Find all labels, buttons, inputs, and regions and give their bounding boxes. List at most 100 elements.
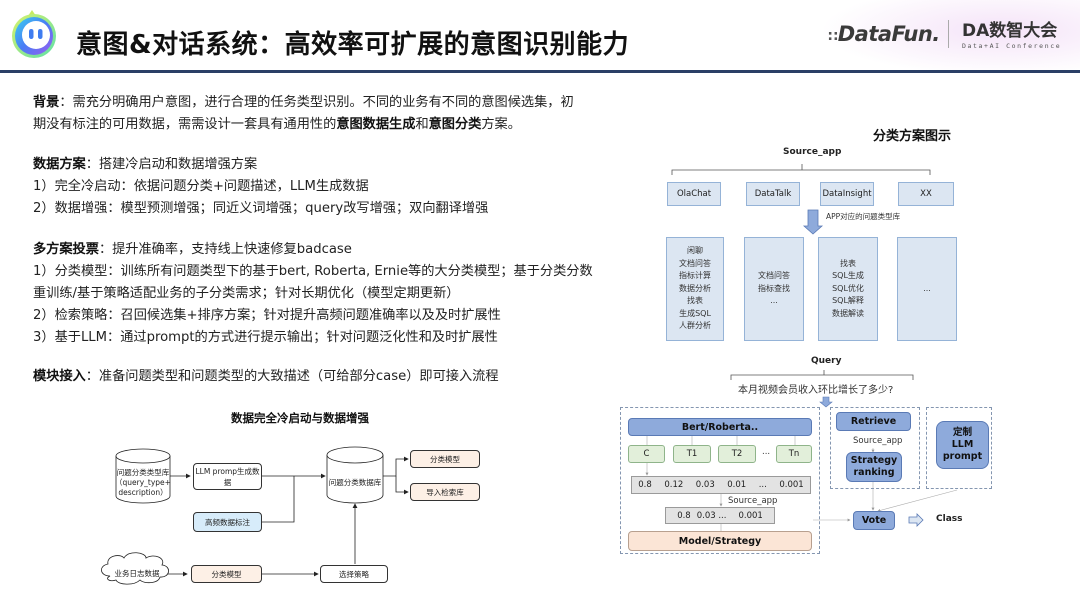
cold-start-diagram: 数据完全冷启动与数据增强 [90, 400, 510, 600]
category-item: 文档问答 [758, 271, 790, 281]
module-section: 模块接入：准备问题类型和问题类型的大致描述（可给部分case）即可接入流程 [33, 366, 499, 388]
score-vector: 0.8 0.12 0.03 0.01 ... 0.001 [631, 476, 811, 494]
page-title: 意图&对话系统：高效率可扩展的意图识别能力 [76, 30, 630, 60]
da-conference-logo: DA数智大会 Data+AI Conference [962, 16, 1061, 50]
category-box: 找表 SQL生成 SQL优化 SQL解释数据解读 [818, 237, 878, 341]
datafun-dots-icon: ∷ [828, 29, 838, 45]
type-db-label: 问题分类类型库 （query_type+ description） [114, 468, 172, 498]
emphasis-data-generation: 意图数据生成 [336, 117, 416, 132]
vote-plan-item: 2）检索策略：召回候选集+排序方案；针对提升高频问题准确率以及及时扩展性 [33, 308, 501, 323]
background-text-1: ：需充分明确用户意图，进行合理的任务类型识别。不同的业务有不同的意图候选集，初 [59, 95, 574, 110]
category-item: SQL解释 [832, 296, 864, 306]
data-plan-desc: ：搭建冷启动和数据增强方案 [85, 157, 258, 172]
retrieve-box: Retrieve [836, 412, 911, 431]
background-line-2: 期没有标注的可用数据，需需设计一套具有通用性的意图数据生成和意图分类方案。 [33, 114, 574, 136]
retrieval-group [830, 407, 920, 489]
datafun-text: DataFun. [837, 22, 941, 46]
da-brand-name: DA数智大会 [962, 21, 1058, 41]
background-and: 和 [415, 117, 429, 132]
app-box-xx: XX [898, 182, 954, 206]
category-item: 指标查找 [758, 283, 790, 293]
token-t1: T1 [673, 445, 711, 463]
header-glow [820, 0, 1080, 76]
custom-llm-prompt-box: 定制 LLM prompt [936, 421, 989, 469]
vote-plan-item: 1）分类模型：训练所有问题类型下的基于bert, Roberta, Ernie等… [33, 264, 593, 279]
score-value: 0.001 [779, 480, 804, 490]
custom-llm-line: 定制 [952, 427, 972, 438]
token-tn: Tn [776, 445, 812, 463]
category-item: ... [770, 296, 778, 306]
data-plan-section: 数据方案：搭建冷启动和数据增强方案 1）完全冷启动：依据问题分类+问题描述，LL… [33, 154, 488, 220]
da-brand-subtitle: Data+AI Conference [962, 42, 1062, 50]
output-classifier-box: 分类模型 [410, 450, 480, 468]
token-t2: T2 [718, 445, 756, 463]
llm-generate-box: LLM promp生成数据 [193, 463, 262, 490]
app-box-olachat: OlaChat [667, 182, 721, 206]
category-item: 找表 [840, 258, 856, 268]
score-value: 0.01 [727, 480, 747, 490]
emphasis-classification: 意图分类 [428, 117, 482, 132]
brand-divider [948, 20, 949, 48]
score-value: 0.03 [695, 480, 715, 490]
custom-llm-line: prompt [942, 451, 983, 462]
vote-plan-desc: ：提升准确率，支持线上快速修复badcase [98, 242, 352, 257]
category-item: 数据解读 [832, 308, 864, 318]
category-list: 文档问答指标查找... [758, 270, 790, 308]
type-db-line: description） [118, 488, 168, 497]
filtered-score-value: 0.03 ... [696, 510, 727, 521]
source-app-retrieve-label: Source_app [853, 436, 903, 446]
category-item: SQL优化 [832, 283, 864, 293]
mascot-logo-icon [12, 10, 56, 58]
category-item: 数据分析 [679, 283, 711, 293]
category-item: 指标计算 [679, 271, 711, 281]
category-list: ... [923, 283, 931, 296]
vote-plan-label: 多方案投票 [33, 242, 99, 257]
datafun-logo: ∷DataFun. [828, 22, 940, 46]
select-strategy-box: 选择策略 [320, 565, 388, 583]
module-desc: ：准备问题类型和问题类型的大致描述（可给部分case）即可接入流程 [85, 369, 499, 384]
data-plan-item: 2）数据增强：模型预测增强；同近义词增强；query改写增强；双向翻译增强 [33, 201, 489, 216]
header-divider [0, 70, 1080, 73]
filtered-score-vector: 0.8 0.03 ... 0.001 [665, 507, 775, 524]
category-item: 找表 [687, 296, 703, 306]
class-db-label: 问题分类数据库 [328, 478, 382, 487]
filtered-score-value: 0.001 [738, 510, 763, 521]
background-end: 方案。 [481, 117, 521, 132]
app-box-datainsight: DataInsight [820, 182, 874, 206]
annotation-box: 高频数据标注 [193, 512, 262, 532]
score-value: 0.8 [638, 480, 652, 490]
strategy-ranking-line: Strategy [850, 455, 898, 466]
token-ellipsis: ... [762, 447, 771, 457]
category-item: SQL生成 [832, 271, 864, 281]
data-plan-item: 1）完全冷启动：依据问题分类+问题描述，LLM生成数据 [33, 179, 369, 194]
arrow-note: APP对应的问题类型库 [826, 212, 901, 221]
query-label: Query [811, 356, 842, 366]
module-line: 模块接入：准备问题类型和问题类型的大致描述（可给部分case）即可接入流程 [33, 366, 499, 388]
down-arrow-icon [802, 209, 824, 235]
app-box-datatalk: DataTalk [746, 182, 800, 206]
category-box: ... [897, 237, 957, 341]
category-item: ... [923, 283, 931, 293]
score-value: 0.12 [664, 480, 684, 490]
score-value: ... [758, 480, 767, 490]
vote-box: Vote [853, 511, 895, 530]
classifier-model-group [620, 407, 820, 554]
background-label: 背景 [33, 95, 60, 110]
background-text-2: 期没有标注的可用数据，需需设计一套具有通用性的 [33, 117, 337, 132]
type-db-line: 问题分类类型库 [116, 468, 170, 477]
vote-plan-item: 重训练/基于策略适配业务的子分类需求；针对长期优化（模型定期更新） [33, 286, 460, 301]
category-box: 文档问答指标查找... [744, 237, 804, 341]
output-retrieval-box: 导入检索库 [410, 483, 480, 501]
logs-label: 业务日志数据 [114, 569, 160, 578]
strategy-ranking-line: ranking [853, 467, 895, 478]
module-label: 模块接入 [33, 369, 86, 384]
background-section: 背景：需充分明确用户意图，进行合理的任务类型识别。不同的业务有不同的意图候选集，… [33, 92, 574, 136]
query-text: 本月视频会员收入环比增长了多少? [738, 385, 894, 396]
class-output-label: Class [936, 514, 963, 524]
llm-prompt-group [926, 407, 992, 489]
source-app-label: Source_app [783, 147, 842, 157]
bert-roberta-model: Bert/Roberta.. [628, 418, 812, 436]
category-item: 人群分析 [679, 321, 711, 331]
data-plan-heading: 数据方案：搭建冷启动和数据增强方案 [33, 154, 488, 176]
category-item: 闲聊 [687, 246, 703, 256]
